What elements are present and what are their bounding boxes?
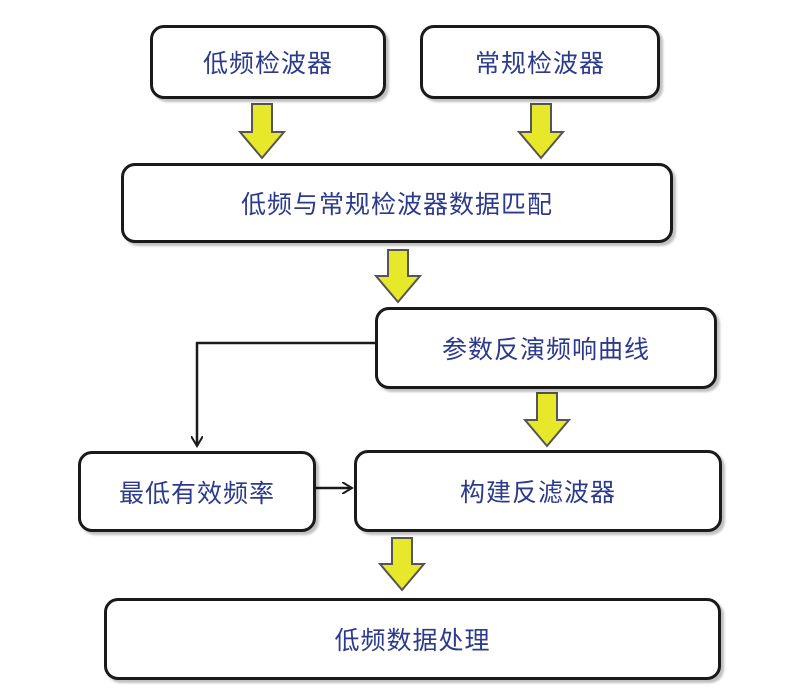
node-min-effective-frequency: 最低有效频率 bbox=[78, 451, 316, 532]
node-label: 低频数据处理 bbox=[334, 626, 491, 655]
node-label: 常规检波器 bbox=[474, 49, 605, 78]
node-label: 低频检波器 bbox=[202, 49, 333, 78]
node-inverse-frequency-response: 参数反演频响曲线 bbox=[375, 307, 717, 389]
connector-line-inverse-to-minfreq bbox=[197, 341, 378, 446]
node-label: 构建反滤波器 bbox=[459, 478, 616, 507]
arrow-down-icon bbox=[237, 103, 287, 160]
node-label: 最低有效频率 bbox=[118, 478, 275, 508]
arrow-down-icon bbox=[516, 103, 566, 160]
arrow-down-icon bbox=[373, 249, 423, 304]
node-conventional-detector: 常规检波器 bbox=[420, 25, 660, 99]
arrow-down-icon bbox=[377, 537, 427, 592]
node-data-matching: 低频与常规检波器数据匹配 bbox=[121, 163, 673, 243]
node-build-inverse-filter: 构建反滤波器 bbox=[354, 450, 722, 532]
node-label: 参数反演频响曲线 bbox=[441, 335, 650, 364]
arrow-down-icon bbox=[522, 392, 572, 448]
node-label: 低频与常规检波器数据匹配 bbox=[240, 190, 553, 219]
node-low-frequency-processing: 低频数据处理 bbox=[104, 598, 721, 680]
node-low-frequency-detector: 低频检波器 bbox=[150, 25, 386, 99]
